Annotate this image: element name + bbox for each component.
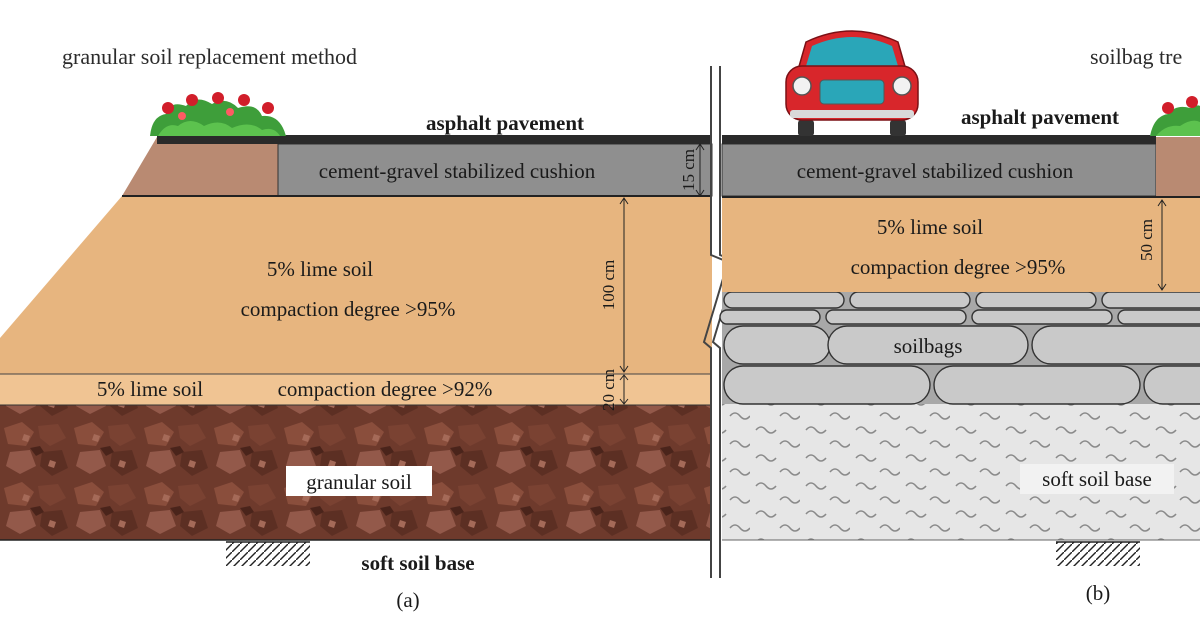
soft-soil-base-label-b: soft soil base xyxy=(1042,467,1152,491)
lime-upper-line1-a: 5% lime soil xyxy=(267,257,373,281)
lime-line2-b: compaction degree >95% xyxy=(851,255,1066,279)
granular-label: granular soil xyxy=(306,470,412,494)
ground-hatch-icon xyxy=(1056,542,1140,566)
panel-b: soilbag tre soilbags xyxy=(719,30,1200,605)
soft-soil-label-box-b xyxy=(1020,464,1174,494)
ground-hatch-icon xyxy=(226,542,310,566)
dimension-lime-upper-a: 100 cm xyxy=(599,197,629,373)
asphalt-label-a: asphalt pavement xyxy=(426,111,584,135)
shoulder-b xyxy=(1156,137,1200,196)
dimension-lime-lower-a: 20 cm xyxy=(599,369,629,411)
dimension-cushion-a: 15 cm xyxy=(679,143,705,197)
soilbags-label: soilbags xyxy=(894,334,963,358)
shoulder-a xyxy=(122,137,278,196)
lime-soil-upper-layer xyxy=(0,196,712,374)
asphalt-label-b: asphalt pavement xyxy=(961,105,1119,129)
lime-line1-b: 5% lime soil xyxy=(877,215,983,239)
cushion-label-b: cement-gravel stabilized cushion xyxy=(797,159,1074,183)
caption-a: (a) xyxy=(396,588,419,612)
dimension-lime-b: 50 cm xyxy=(1137,199,1167,291)
lime-upper-line2-a: compaction degree >95% xyxy=(241,297,456,321)
lime-soil-lower-layer xyxy=(0,374,712,405)
cushion-label-a: cement-gravel stabilized cushion xyxy=(319,159,596,183)
caption-b: (b) xyxy=(1086,581,1111,605)
panel-a-title: granular soil replacement method xyxy=(62,44,357,69)
cushion-thickness-a: 15 cm xyxy=(679,149,698,191)
lime-soil-layer-b xyxy=(722,198,1200,292)
cushion-layer-b xyxy=(721,143,1157,197)
lime-upper-thickness-a: 100 cm xyxy=(599,260,618,311)
panel-b-title: soilbag tre xyxy=(1090,44,1182,69)
asphalt-layer-b xyxy=(722,135,1156,144)
lime-lower-thickness-a: 20 cm xyxy=(599,369,618,411)
soilbags xyxy=(719,291,1200,405)
flower-bush-icon xyxy=(150,92,286,136)
lime-thickness-b: 50 cm xyxy=(1137,219,1156,261)
panel-a: granular soil replacement method as xyxy=(0,44,713,612)
flower-bush-icon xyxy=(1150,96,1200,136)
granular-label-box xyxy=(286,466,432,496)
lime-lower-material-a: 5% lime soil xyxy=(97,377,203,401)
lime-lower-compaction-a: compaction degree >92% xyxy=(278,377,493,401)
car-icon xyxy=(785,30,919,136)
asphalt-layer-a xyxy=(157,135,712,144)
soft-soil-base-label-a: soft soil base xyxy=(361,551,474,575)
